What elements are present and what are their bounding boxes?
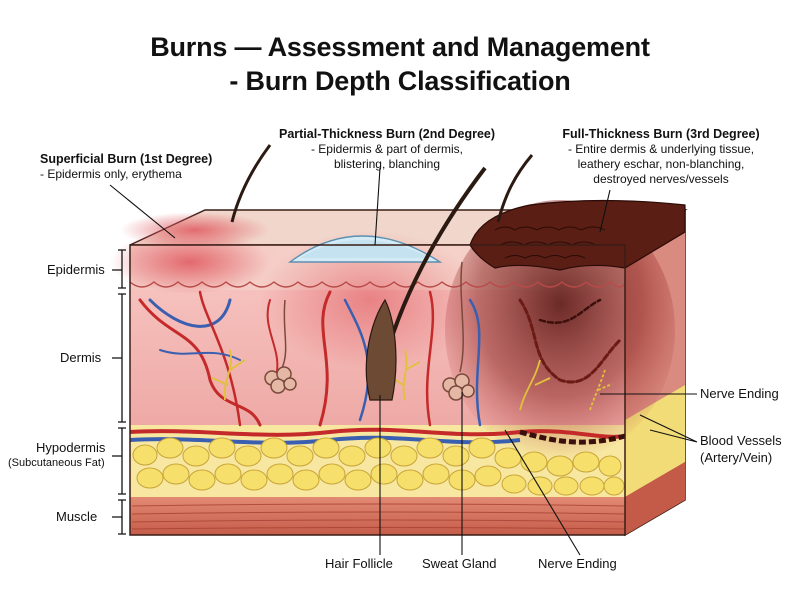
nerve-fibers xyxy=(211,349,613,411)
dermal-vessels xyxy=(138,290,622,427)
muscle-layer xyxy=(130,497,625,535)
label-nerve-ending-right: Nerve Ending xyxy=(700,386,779,401)
callout-full-thickness-burn: Full-Thickness Burn (3rd Degree) - Entir… xyxy=(536,127,786,187)
label-blood-vessels-sub: (Artery/Vein) xyxy=(700,450,773,465)
dermal-papillae-line xyxy=(129,281,626,288)
sweat-gland-right xyxy=(442,261,475,401)
sweat-gland-left xyxy=(264,299,297,394)
side-muscle xyxy=(625,462,685,535)
label-nerve-ending-bottom: Nerve Ending xyxy=(538,556,617,571)
callout-superficial-line: - Epidermis only, erythema xyxy=(40,167,182,181)
diagram-subtitle: - Burn Depth Classification xyxy=(229,66,571,96)
label-hair-follicle: Hair Follicle xyxy=(325,556,393,571)
block-outline xyxy=(129,244,626,536)
deep-artery xyxy=(129,427,626,439)
callout-full-heading: Full-Thickness Burn (3rd Degree) xyxy=(562,127,760,141)
erythema-zone xyxy=(110,230,270,294)
callout-partial-line: blistering, blanching xyxy=(333,157,441,171)
label-epidermis: Epidermis xyxy=(47,262,105,277)
callout-full-line: destroyed nerves/vessels xyxy=(593,172,729,186)
callout-superficial-heading: Superficial Burn (1st Degree) xyxy=(40,152,213,166)
label-dermis: Dermis xyxy=(60,350,102,365)
callout-superficial-burn: Superficial Burn (1st Degree) - Epidermi… xyxy=(14,152,254,182)
diagram-title: Burns — Assessment and Management xyxy=(150,32,650,62)
callout-partial-heading: Partial-Thickness Burn (2nd Degree) xyxy=(278,127,496,141)
layer-brackets xyxy=(112,249,126,535)
label-hypodermis: Hypodermis xyxy=(36,440,106,455)
label-hypodermis-sub: (Subcutaneous Fat) xyxy=(8,457,105,469)
leader-lines xyxy=(109,167,698,556)
label-sweat-gland: Sweat Gland xyxy=(422,556,497,571)
hair-shaft-superficial xyxy=(230,144,272,223)
callout-partial-thickness-burn: Partial-Thickness Burn (2nd Degree) - Ep… xyxy=(262,127,512,172)
muscle-fibers xyxy=(131,503,625,530)
callout-full-line: - Entire dermis & underlying tissue, xyxy=(567,142,755,156)
damaged-deep-vessel xyxy=(519,429,626,445)
callout-partial-line: - Epidermis & part of dermis, xyxy=(310,142,464,156)
callout-full-line: leathery eschar, non-blanching, xyxy=(577,157,745,171)
hair-follicle xyxy=(365,298,397,401)
fat-lobules xyxy=(132,437,625,496)
eschar-crust xyxy=(469,199,686,271)
hair-shaft-full xyxy=(496,154,534,223)
label-blood-vessels: Blood Vessels xyxy=(700,433,782,448)
label-muscle: Muscle xyxy=(56,509,98,524)
